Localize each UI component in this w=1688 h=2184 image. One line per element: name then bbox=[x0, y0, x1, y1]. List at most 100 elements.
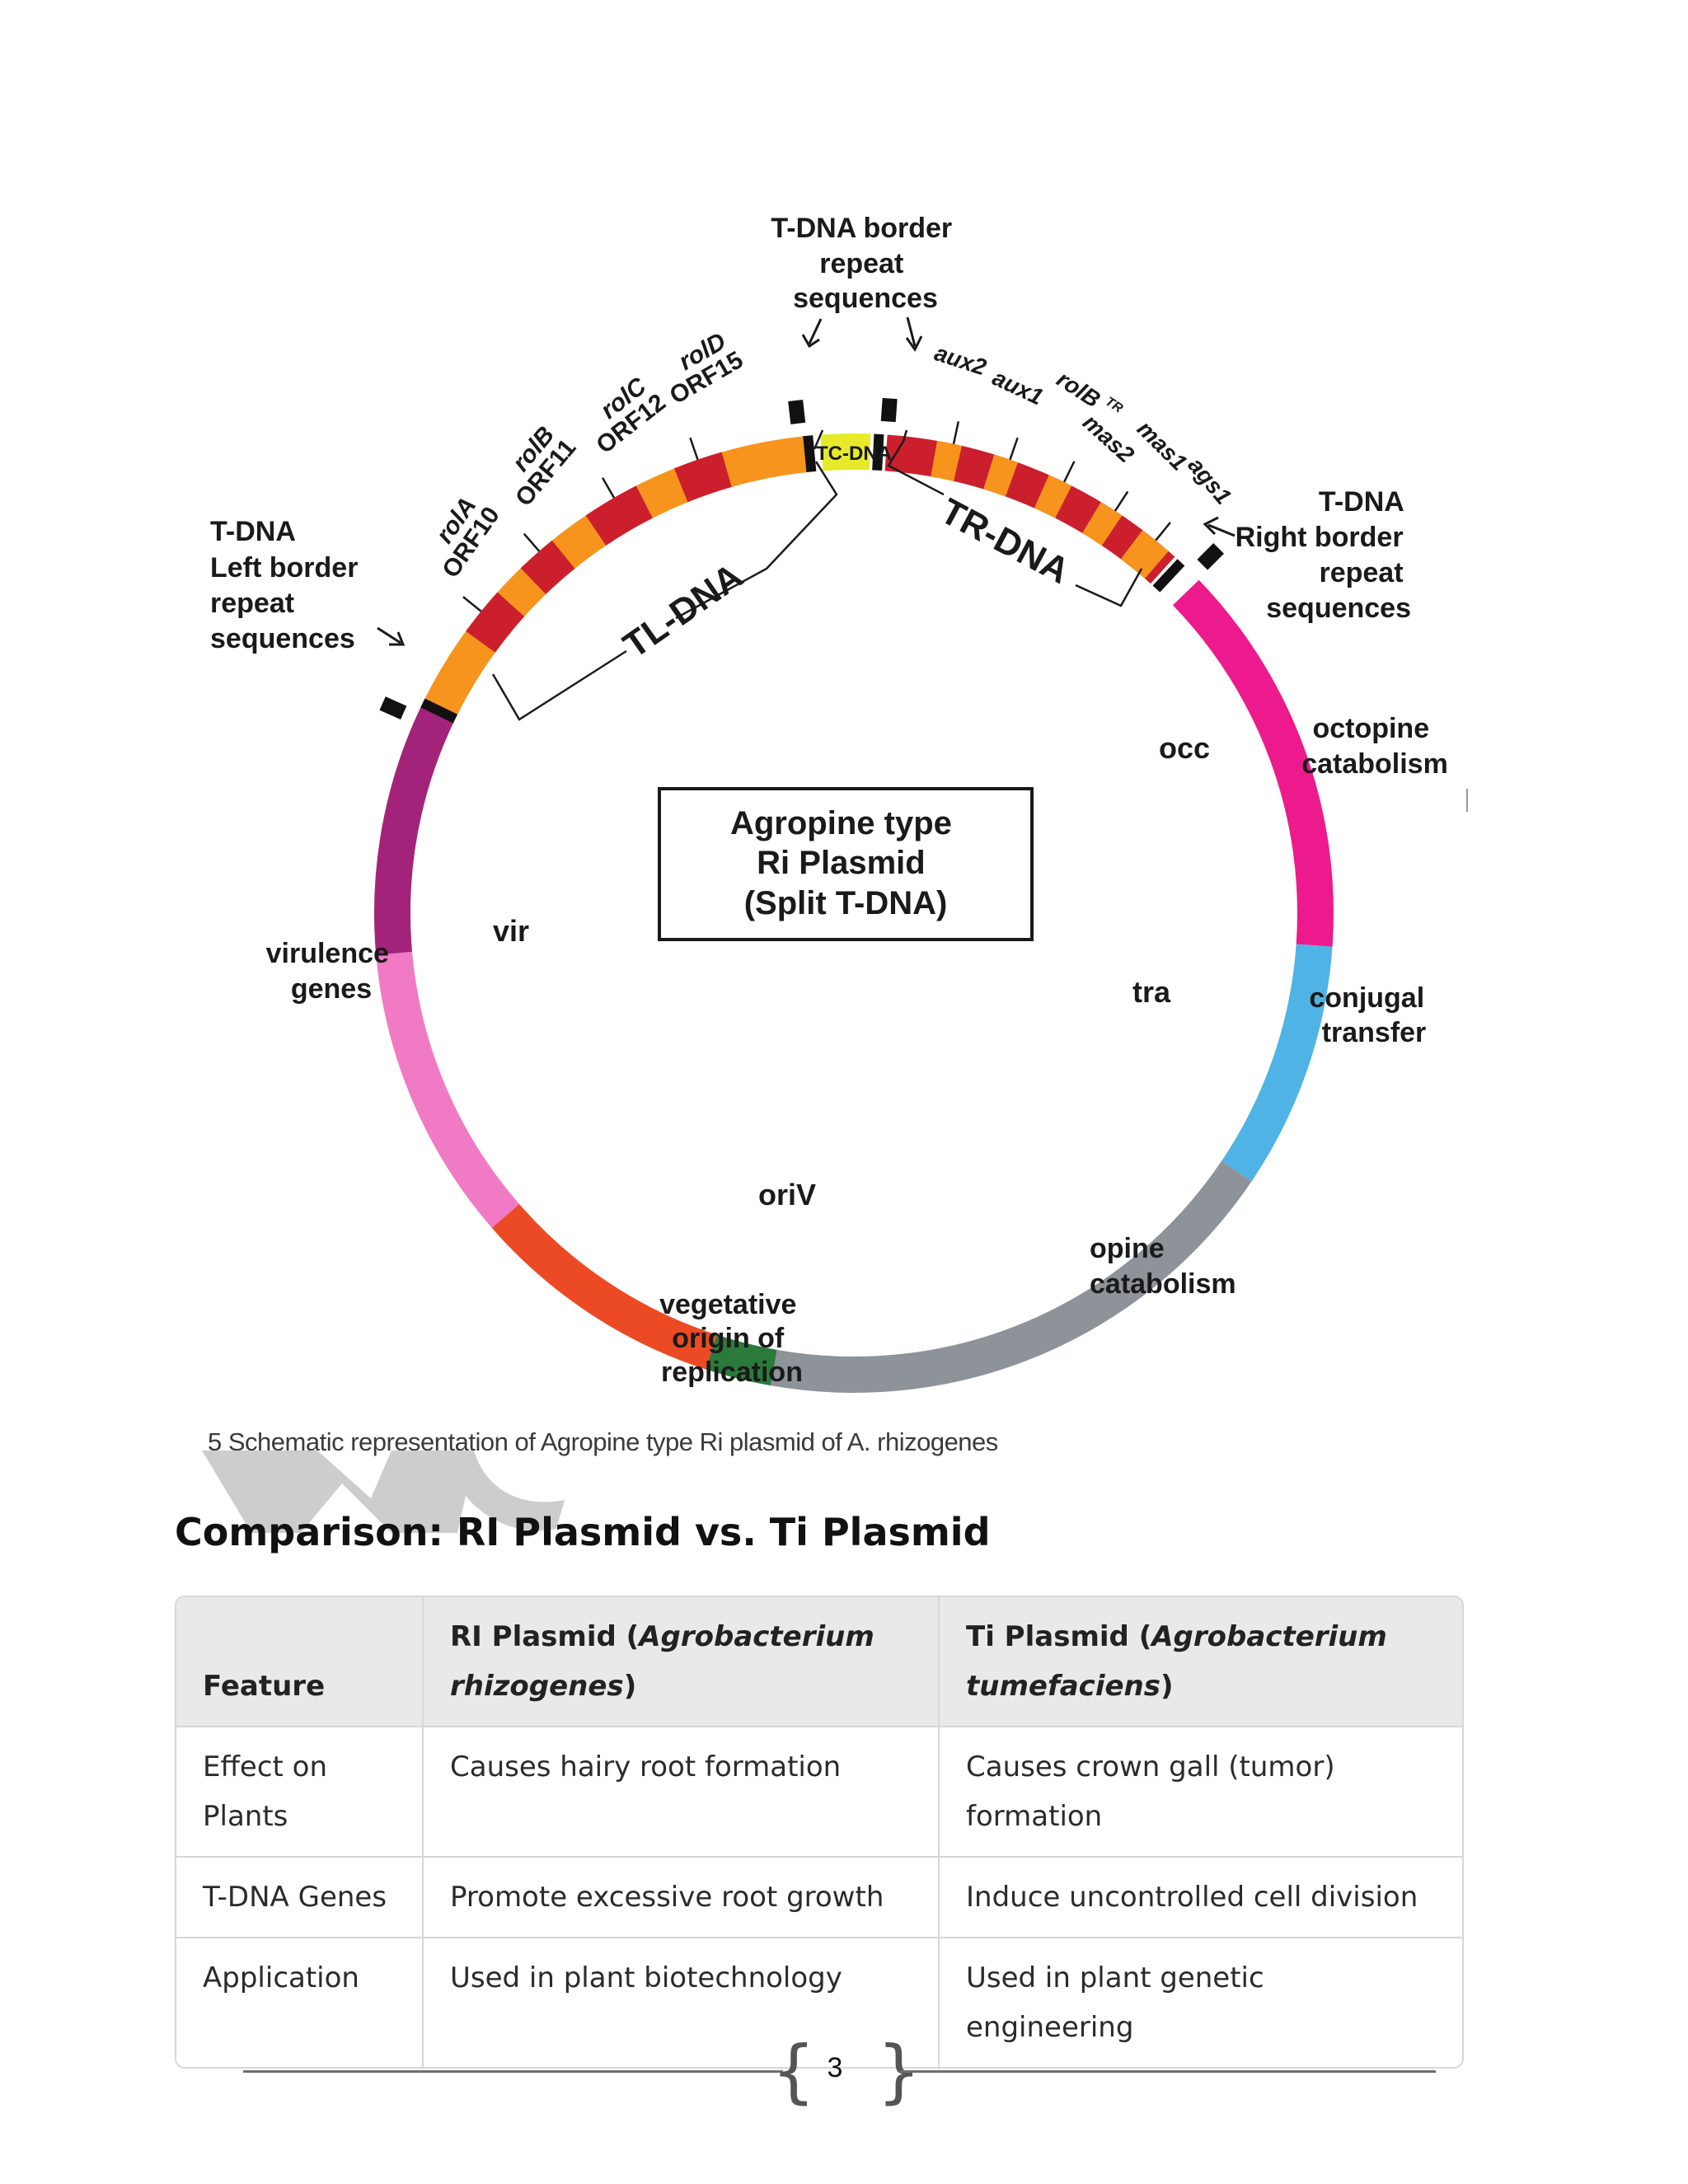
right-border-line-3: repeat bbox=[1319, 557, 1403, 588]
tl-red-band-3 bbox=[585, 485, 654, 546]
border-repeat-marker-1 bbox=[379, 696, 407, 720]
left-border-line-4: sequences bbox=[210, 623, 355, 654]
ring-border-separator-4 bbox=[1152, 559, 1185, 593]
gene-aux2: aux2 bbox=[931, 340, 990, 380]
tr-dna-segment bbox=[884, 434, 1175, 584]
tc-dna-label: TC-DNA bbox=[816, 443, 892, 465]
watermark-shape bbox=[202, 1451, 565, 1533]
right-border-line-4: sequences bbox=[1266, 593, 1411, 624]
svg-text:vegetative origin of r: vegetative origin of replication bbox=[659, 1289, 804, 1388]
tl-red-band-1 bbox=[466, 592, 525, 653]
arrow-left-border bbox=[377, 626, 406, 646]
gene-rolb-tr-sup: TR bbox=[1103, 395, 1126, 416]
virulence-line-1: virulence bbox=[266, 938, 389, 969]
header-ti-suffix: ) bbox=[1160, 1670, 1174, 1703]
ri-plasmid-diagram: Agropine type Ri Plasmid (Split T-DNA) T… bbox=[210, 213, 1468, 1393]
svg-text:octopine catabolism: octopine catabolism bbox=[1301, 713, 1448, 780]
svg-text:Agropine type Ri Plasmid: Agropine type Ri Plasmid (Split T-DNA) bbox=[730, 805, 961, 921]
table-row: T-DNA Genes Promote excessive root growt… bbox=[176, 1857, 1462, 1938]
conjugal-line-2: transfer bbox=[1322, 1017, 1427, 1048]
left-border-line-3: repeat bbox=[210, 588, 294, 619]
tl-dna-segment bbox=[422, 436, 808, 719]
svg-text:rolC ORF12: rolC ORF12 bbox=[576, 368, 672, 459]
svg-text:rolA ORF10: rolA ORF10 bbox=[417, 487, 505, 583]
tl-red-band-2 bbox=[520, 540, 575, 595]
purple-segment bbox=[374, 702, 456, 955]
header-ti-plasmid: Ti Plasmid (Agrobacterium tumefaciens) bbox=[939, 1597, 1462, 1727]
arrow-top-right bbox=[905, 316, 923, 352]
gene-tick-3 bbox=[601, 477, 616, 499]
ring-border-separator-3 bbox=[872, 434, 884, 471]
gene-ags1: ags1 bbox=[1183, 452, 1236, 509]
occ-label: occ bbox=[1159, 731, 1210, 765]
tr-orange-band-4 bbox=[1081, 502, 1123, 546]
page-number: 3 bbox=[827, 2052, 843, 2083]
svg-text:conjugal transfer: conjugal transfer bbox=[1309, 982, 1432, 1048]
left-border-line-1: T-DNA bbox=[210, 516, 295, 547]
table-row: Application Used in plant biotechnology … bbox=[176, 1938, 1462, 2067]
gene-tick-4 bbox=[689, 437, 699, 461]
opine-segment bbox=[770, 1160, 1252, 1393]
border-top-line-3: sequences bbox=[793, 283, 938, 314]
table-header-row: Feature RI Plasmid (Agrobacterium rhizog… bbox=[176, 1597, 1462, 1727]
border-repeat-marker-2 bbox=[788, 399, 806, 424]
svg-text:T-DNA Right border rep: T-DNA Right border repeat sequences bbox=[1236, 486, 1411, 624]
plasmid-ring bbox=[374, 433, 1334, 1393]
opine-line-2: catabolism bbox=[1090, 1268, 1236, 1300]
octopine-line-2: catabolism bbox=[1301, 748, 1448, 780]
vegetative-line-3: replication bbox=[661, 1357, 803, 1388]
virulence-line-2: genes bbox=[291, 973, 372, 1005]
occ-segment bbox=[1172, 579, 1334, 947]
header-ti-species: Agrobacterium tumefaciens bbox=[966, 1620, 1387, 1703]
svg-text:opine catabolism: opine catabolism bbox=[1090, 1233, 1236, 1300]
tr-orange-band-1 bbox=[931, 440, 962, 481]
tra-label: tra bbox=[1132, 975, 1171, 1009]
tr-dna-bracket bbox=[887, 438, 1143, 607]
header-ri-plasmid: RI Plasmid (Agrobacterium rhizogenes) bbox=[423, 1597, 940, 1727]
tr-orange-band-5 bbox=[1120, 530, 1169, 579]
box-title-line-1: Agropine type bbox=[730, 805, 952, 841]
tl-dna-bracket bbox=[491, 461, 838, 721]
cell-feature: T-DNA Genes bbox=[176, 1857, 424, 1938]
svg-text:T-DNA border repeat se: T-DNA border repeat sequences bbox=[771, 213, 959, 314]
footer-rule-left bbox=[243, 2070, 783, 2073]
vegetative-line-2: origin of bbox=[672, 1323, 785, 1354]
svg-text:virulence genes: virulence genes bbox=[266, 938, 397, 1005]
vir-segment bbox=[376, 951, 520, 1228]
figure-caption: 5 Schematic representation of Agropine t… bbox=[208, 1427, 998, 1456]
conjugal-line-1: conjugal bbox=[1309, 982, 1424, 1014]
comparison-table: Feature RI Plasmid (Agrobacterium rhizog… bbox=[175, 1596, 1464, 2069]
border-top-line-1: T-DNA border bbox=[771, 213, 952, 244]
oriv-segment bbox=[706, 1334, 777, 1386]
arrow-right-border bbox=[1203, 516, 1236, 537]
table-row: Effect on Plants Causes hairy root forma… bbox=[176, 1727, 1462, 1858]
header-feature: Feature bbox=[176, 1597, 424, 1727]
plasmid-title-box bbox=[658, 787, 1034, 941]
gene-mas2: mas2 bbox=[1078, 409, 1139, 467]
header-ri-suffix: ) bbox=[623, 1670, 637, 1703]
cell-feature: Effect on Plants bbox=[176, 1727, 424, 1858]
right-border-line-1: T-DNA bbox=[1319, 486, 1404, 518]
tc-dna-bracket bbox=[813, 429, 908, 450]
header-ri-prefix: RI Plasmid ( bbox=[450, 1620, 640, 1653]
box-title-line-3: (Split T-DNA) bbox=[744, 885, 948, 921]
cell-ri: Used in plant biotechnology bbox=[423, 1938, 940, 2067]
gene-ticks bbox=[462, 421, 1171, 612]
tl-dna-label: TL-DNA bbox=[617, 555, 750, 666]
ring-border-separator-1 bbox=[420, 698, 458, 724]
left-border-line-2: Left border bbox=[210, 552, 358, 583]
gene-tick-6 bbox=[1009, 437, 1019, 461]
border-repeat-marker-3 bbox=[880, 397, 898, 423]
ring-border-separator-2 bbox=[803, 435, 817, 473]
cell-ti: Used in plant genetic engineering bbox=[966, 1961, 1264, 2044]
gene-aux1: aux1 bbox=[988, 364, 1047, 410]
border-markers bbox=[379, 397, 1224, 720]
vegetative-line-1: vegetative bbox=[659, 1289, 796, 1320]
svg-text:rolB ORF11: rolB ORF11 bbox=[491, 416, 583, 512]
cell-ti: Causes crown gall (tumor) formation bbox=[939, 1727, 1462, 1858]
octopine-line-1: octopine bbox=[1312, 713, 1429, 744]
gene-tick-2 bbox=[523, 532, 541, 552]
footer-rule-right bbox=[900, 2070, 1436, 2073]
gene-rolb-tr: rolB bbox=[1053, 366, 1105, 412]
gene-tick-8 bbox=[1114, 490, 1129, 512]
